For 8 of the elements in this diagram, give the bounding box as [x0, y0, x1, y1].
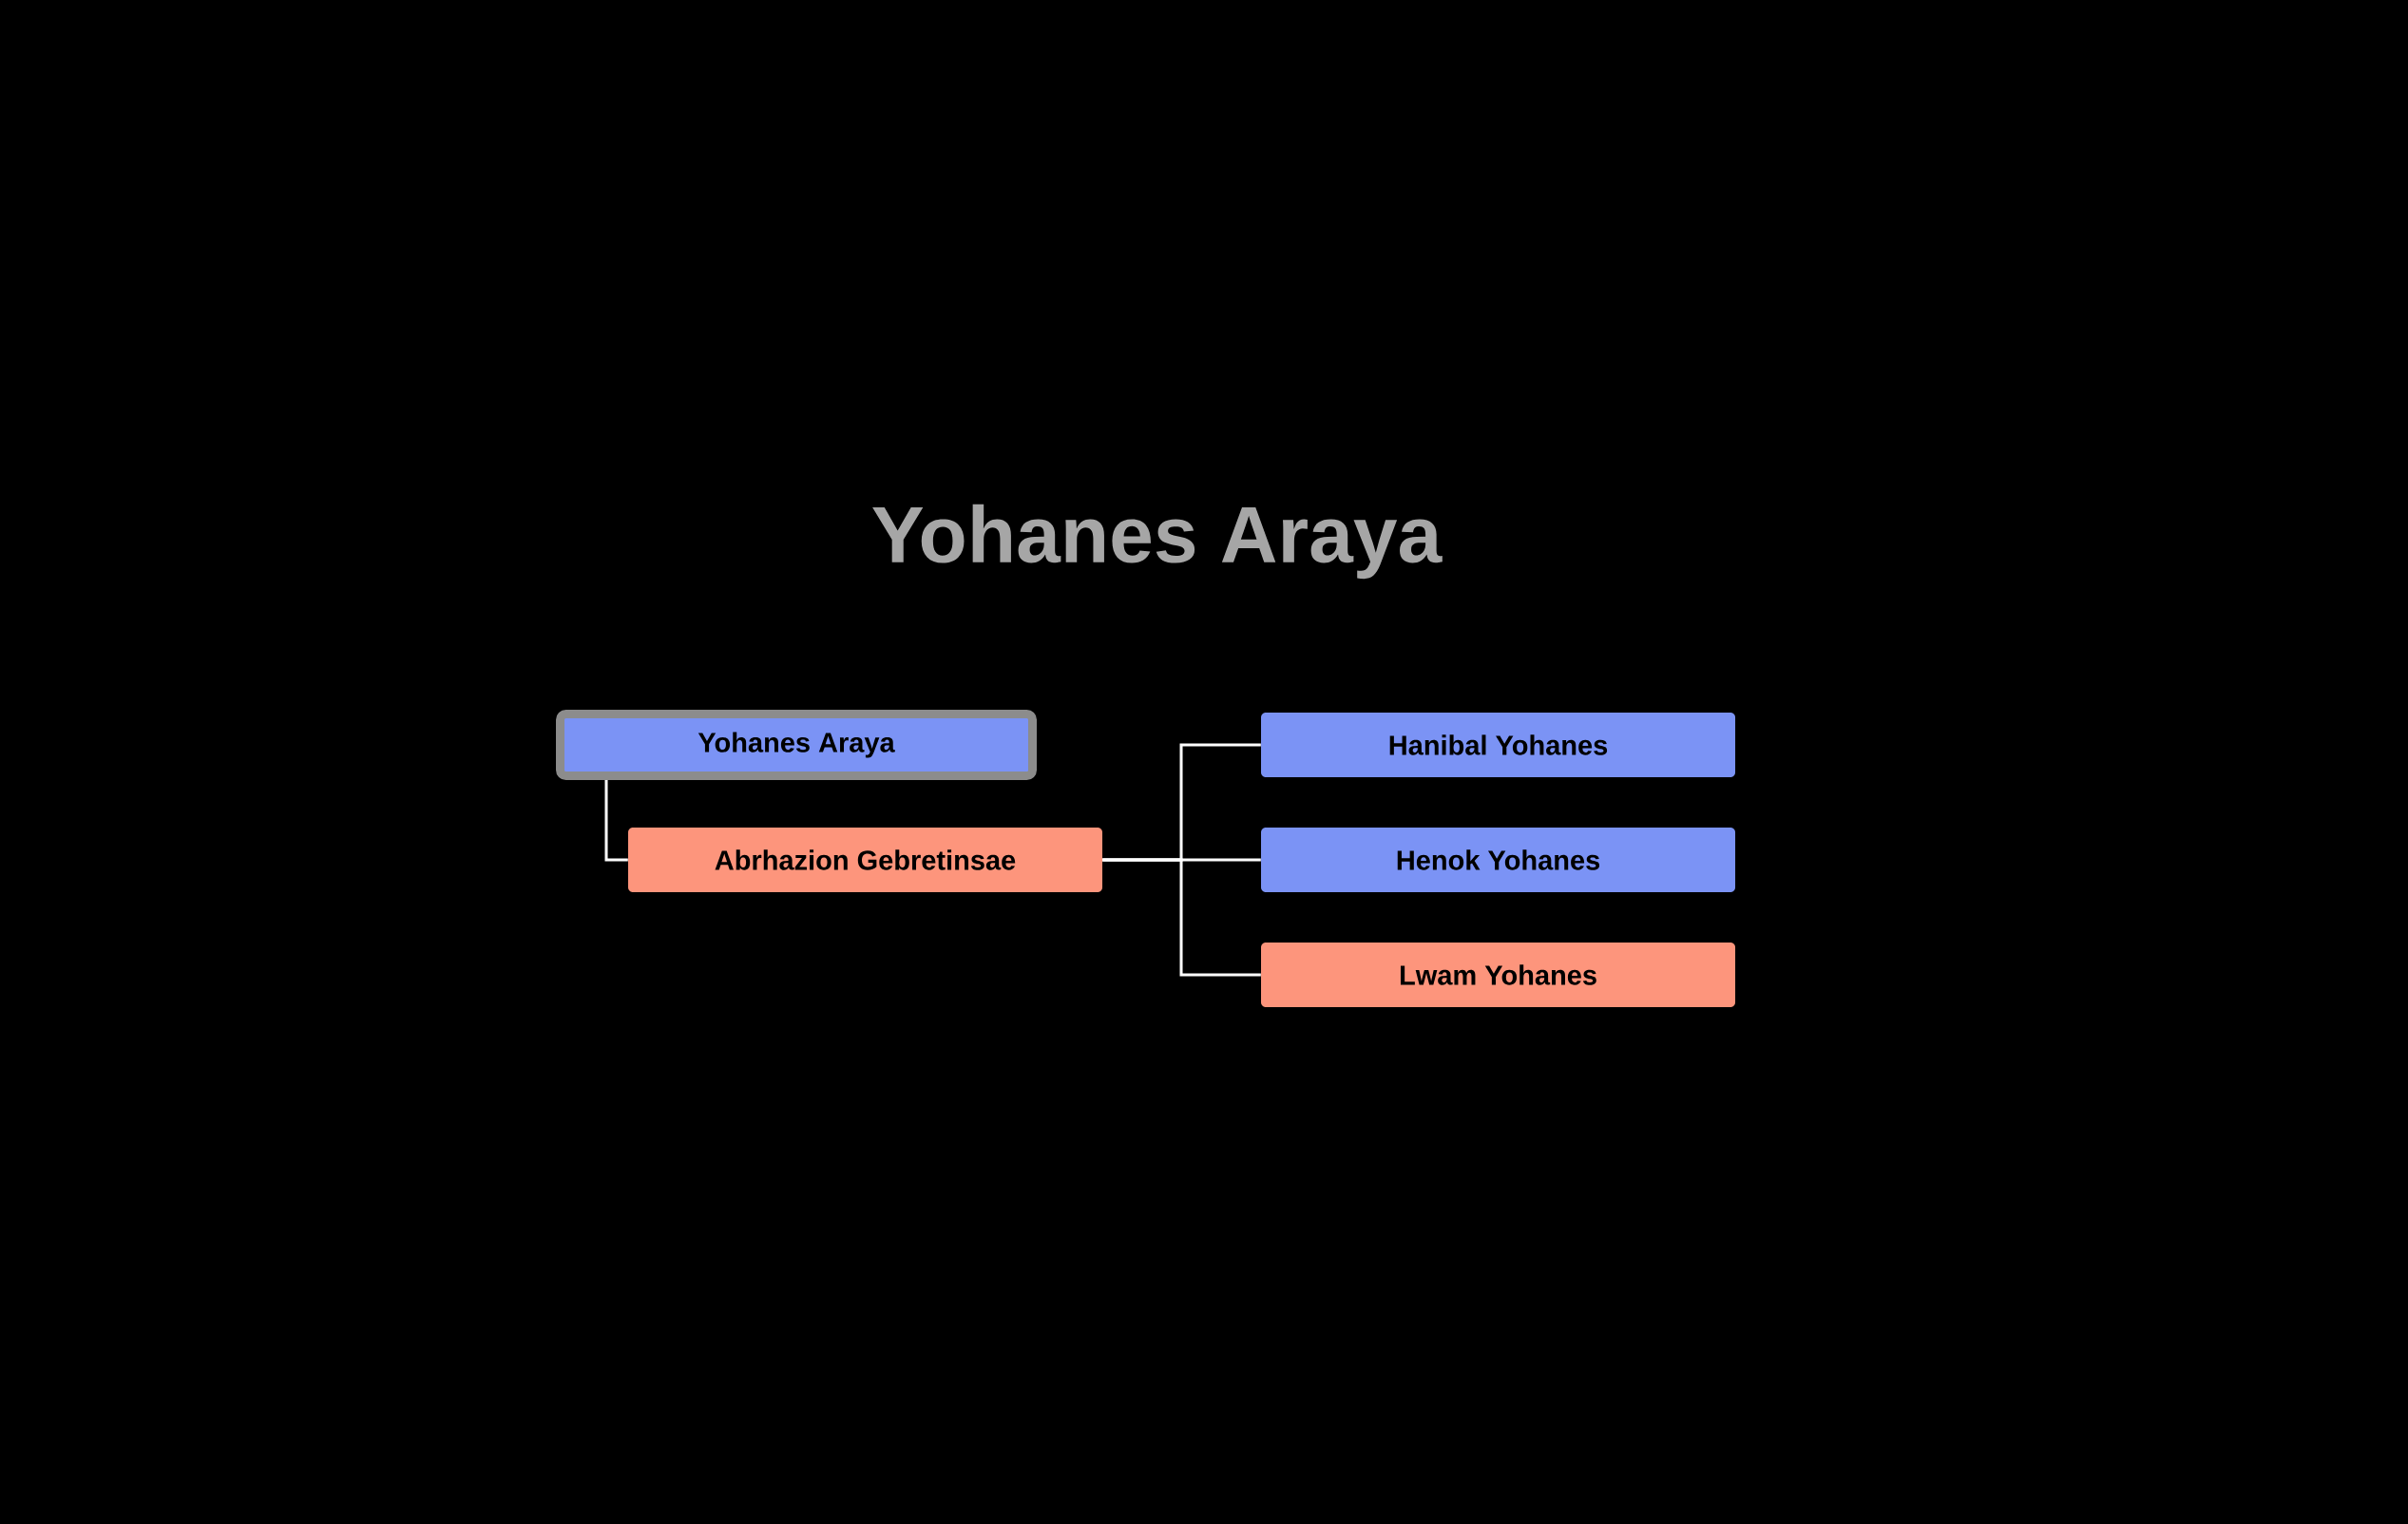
person-box: Henok Yohanes — [1261, 828, 1736, 892]
title: Yohanes Araya — [872, 504, 1443, 580]
connector-line — [1102, 858, 1261, 977]
person-box: Yohanes Araya — [556, 710, 1037, 780]
person-box: Hanibal Yohanes — [1261, 713, 1736, 777]
person-box: Lwam Yohanes — [1261, 943, 1736, 1007]
person-box: Abrhazion Gebretinsae — [628, 828, 1102, 892]
connector-line — [604, 780, 628, 862]
